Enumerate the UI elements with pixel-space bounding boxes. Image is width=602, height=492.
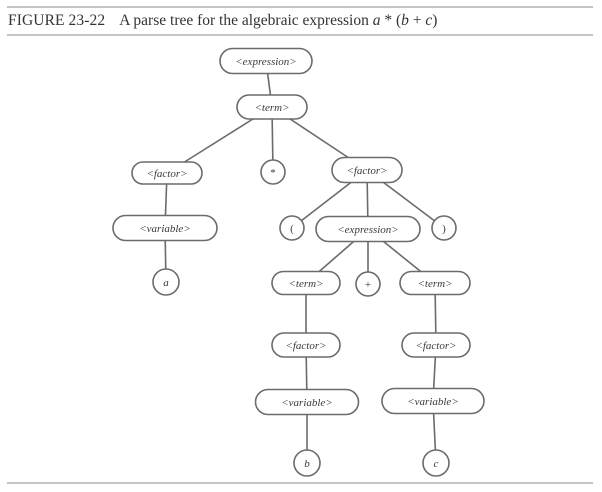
nonterminal-pill	[254, 388, 360, 416]
edge-term-c-to-factor-c	[434, 294, 437, 334]
edge-factor-right-to-lparen	[301, 181, 352, 222]
node-label: <term>	[417, 278, 452, 290]
terminal-circle	[260, 159, 286, 185]
nonterminal-pill	[131, 161, 203, 185]
node-term-c: <term>	[399, 270, 471, 296]
node-factor-right: <factor>	[331, 156, 403, 184]
node-term-b: <term>	[271, 270, 341, 296]
edge-term-root-to-star	[271, 118, 274, 161]
node-label: c	[434, 458, 439, 470]
node-factor-c: <factor>	[401, 332, 471, 358]
expr-a: a	[372, 12, 381, 29]
nonterminal-pill	[112, 214, 218, 242]
nonterminal-pill	[271, 332, 341, 358]
figure-number: FIGURE 23-22	[8, 12, 106, 29]
edge-expression-inner-to-term-c	[383, 240, 422, 273]
node-label: <term>	[288, 278, 323, 290]
nonterminal-pill	[381, 387, 485, 415]
terminal-circle	[293, 449, 321, 477]
node-lparen: (	[279, 215, 305, 241]
node-leaf-b: b	[293, 449, 321, 477]
edge-term-root-to-factor-right	[289, 118, 349, 159]
node-label: <factor>	[146, 168, 187, 180]
node-leaf-a: a	[152, 268, 180, 296]
node-plus: +	[355, 271, 381, 297]
node-label: +	[365, 279, 371, 291]
node-expression-root: <expression>	[219, 47, 313, 75]
node-factor-left: <factor>	[131, 161, 203, 185]
edge-variable-c-to-leaf-c	[432, 413, 437, 451]
node-rparen: )	[431, 215, 457, 241]
node-label: <expression>	[235, 56, 296, 68]
node-expression-inner: <expression>	[315, 215, 421, 243]
figure-title: A parse tree for the algebraic expressio…	[119, 12, 437, 29]
edge-factor-c-to-variable-c	[432, 356, 437, 389]
node-label: <factor>	[346, 165, 387, 177]
node-label: <variable>	[281, 397, 333, 409]
edge-term-root-to-factor-left	[184, 118, 254, 163]
node-variable-b: <variable>	[254, 388, 360, 416]
edge-expression-root-to-term-root	[266, 73, 272, 96]
nonterminal-pill	[315, 215, 421, 243]
terminal-circle	[355, 271, 381, 297]
nonterminal-pill	[331, 156, 403, 184]
node-label: (	[290, 223, 294, 235]
edge-variable-a-to-leaf-a	[164, 240, 167, 270]
node-label: <term>	[254, 102, 289, 114]
terminal-circle	[152, 268, 180, 296]
node-star: *	[260, 159, 286, 185]
expr-c: c	[425, 12, 433, 29]
node-variable-c: <variable>	[381, 387, 485, 415]
tree-nodes: <expression> <term> <factor> * <factor> <vari…	[112, 47, 485, 477]
edge-expression-inner-to-term-b	[318, 240, 355, 273]
title-prefix: A parse tree for the algebraic expressio…	[119, 12, 373, 29]
nonterminal-pill	[399, 270, 471, 296]
tree-edges	[164, 73, 437, 451]
terminal-circle	[431, 215, 457, 241]
figure-caption: FIGURE 23-22 A parse tree for the algebra…	[8, 12, 437, 30]
node-label: <variable>	[407, 396, 459, 408]
bottom-rule	[7, 482, 593, 484]
edge-factor-b-to-variable-b	[305, 356, 308, 390]
node-label: <factor>	[285, 340, 326, 352]
top-rule	[7, 6, 593, 8]
nonterminal-pill	[236, 94, 308, 120]
terminal-circle	[279, 215, 305, 241]
node-term-root: <term>	[236, 94, 308, 120]
nonterminal-pill	[271, 270, 341, 296]
node-label: <variable>	[139, 223, 191, 235]
nonterminal-pill	[401, 332, 471, 358]
terminal-circle	[422, 449, 450, 477]
expr-b: b	[401, 12, 409, 29]
node-label: <expression>	[337, 224, 398, 236]
edge-factor-right-to-rparen	[383, 181, 435, 222]
expr-end: )	[432, 12, 438, 29]
node-factor-b: <factor>	[271, 332, 341, 358]
node-label: a	[163, 277, 169, 289]
caption-rule	[7, 34, 593, 36]
expr-plus: +	[408, 12, 426, 29]
node-leaf-c: c	[422, 449, 450, 477]
node-label: *	[270, 167, 276, 179]
edge-factor-left-to-variable-a	[164, 183, 168, 216]
nonterminal-pill	[219, 47, 313, 75]
edge-factor-right-to-expression-inner	[366, 182, 369, 217]
expr-mid: * (	[380, 12, 402, 29]
node-variable-a: <variable>	[112, 214, 218, 242]
node-label: <factor>	[415, 340, 456, 352]
node-label: b	[304, 458, 310, 470]
node-label: )	[442, 223, 446, 235]
